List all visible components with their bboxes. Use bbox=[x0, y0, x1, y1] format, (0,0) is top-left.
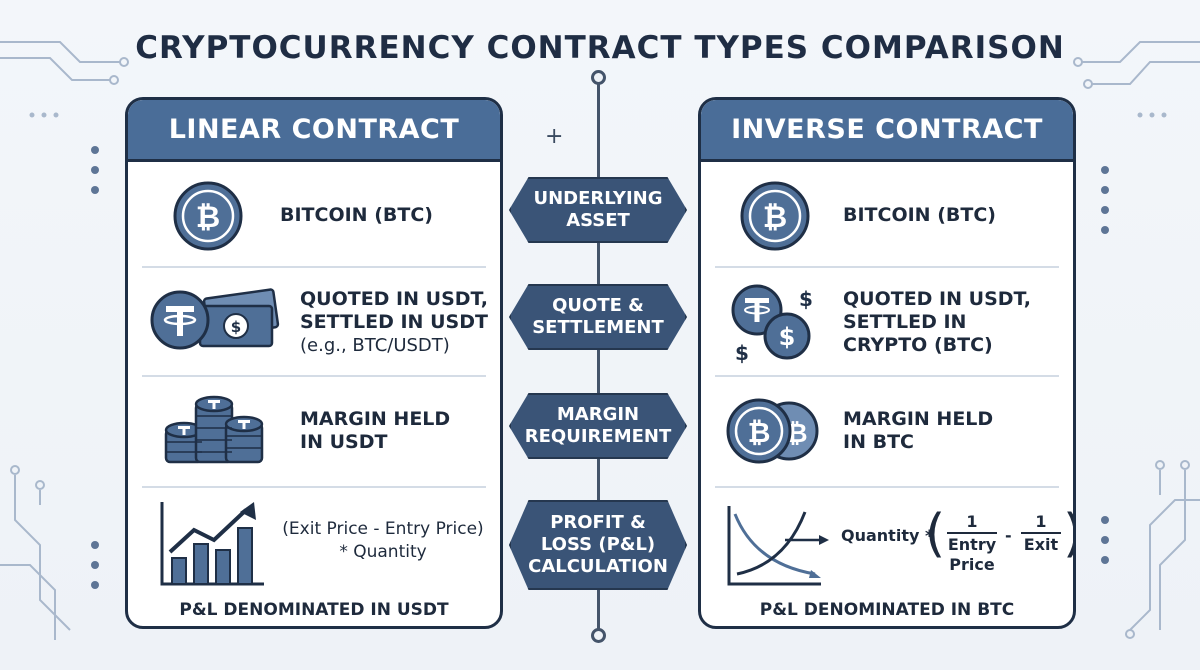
linear-pnl-formula-line2: * Quantity bbox=[339, 542, 427, 562]
linear-header: LINEAR CONTRACT bbox=[128, 100, 500, 162]
inverse-quote-line3: CRYPTO (BTC) bbox=[843, 334, 993, 356]
linear-margin-text: MARGIN HELD IN USDT bbox=[300, 408, 450, 454]
inverse-curve-chart-icon bbox=[727, 506, 829, 586]
spine-top-node bbox=[591, 70, 606, 85]
label-pnl-calculation: PROFIT & LOSS (P&L) CALCULATION bbox=[509, 500, 687, 590]
inverse-margin-text: MARGIN HELD IN BTC bbox=[843, 408, 993, 454]
label-quote-settlement: QUOTE & SETTLEMENT bbox=[509, 284, 687, 350]
svg-text:$: $ bbox=[779, 323, 796, 351]
inverse-quote-text: QUOTED IN USDT, SETTLED IN CRYPTO (BTC) bbox=[843, 288, 1031, 357]
row-divider bbox=[142, 375, 486, 377]
right-paren: ) bbox=[1063, 504, 1073, 564]
row-divider bbox=[715, 486, 1059, 488]
linear-quote-line1: QUOTED IN USDT, bbox=[300, 288, 488, 310]
row-divider bbox=[142, 266, 486, 268]
page-title: CRYPTOCURRENCY CONTRACT TYPES COMPARISON bbox=[135, 30, 1065, 66]
linear-quote-line2: SETTLED IN USDT bbox=[300, 311, 488, 333]
inverse-quote-line1: QUOTED IN USDT, bbox=[843, 288, 1031, 310]
rising-bar-chart-icon bbox=[160, 502, 264, 586]
dollar-banknotes-icon: $ bbox=[198, 288, 280, 348]
spine-bottom-node bbox=[591, 628, 606, 643]
inverse-pnl-quantity: Quantity * bbox=[841, 526, 934, 545]
svg-text:₿: ₿ bbox=[196, 200, 220, 235]
inverse-pnl-footer: P&L DENOMINATED IN BTC bbox=[759, 600, 1015, 620]
linear-contract-panel: LINEAR CONTRACT ₿ BITCOIN (BTC) $ QUOTED… bbox=[125, 97, 503, 629]
minus-sign: - bbox=[1005, 526, 1012, 545]
linear-pnl-footer: P&L DENOMINATED IN USDT bbox=[179, 600, 449, 620]
inverse-asset: BITCOIN (BTC) bbox=[843, 204, 996, 226]
label-margin-requirement: MARGIN REQUIREMENT bbox=[509, 393, 687, 459]
inverse-pnl-fraction-exit: 1 Exit bbox=[1021, 512, 1061, 554]
svg-text:₿: ₿ bbox=[786, 419, 807, 449]
fraction-exit-denominator: Exit bbox=[1023, 535, 1059, 554]
svg-text:$: $ bbox=[735, 341, 749, 365]
inverse-pnl-fraction-entry: 1 Entry Price bbox=[947, 512, 997, 574]
bitcoin-coin-icon: ₿ bbox=[173, 181, 243, 251]
linear-margin-line2: IN USDT bbox=[300, 431, 388, 453]
tether-coin-stack-icon bbox=[164, 395, 264, 464]
bitcoin-coin-icon: ₿ bbox=[740, 181, 810, 251]
tether-dollar-coins-icon: $ $ $ bbox=[731, 284, 813, 365]
row-divider bbox=[715, 375, 1059, 377]
linear-asset: BITCOIN (BTC) bbox=[280, 204, 433, 226]
inverse-margin-line1: MARGIN HELD bbox=[843, 408, 994, 430]
row-divider bbox=[715, 266, 1059, 268]
fraction-entry-denominator-line2: Price bbox=[949, 555, 995, 574]
linear-quote-text: QUOTED IN USDT, SETTLED IN USDT (e.g., B… bbox=[300, 288, 488, 357]
inverse-header: INVERSE CONTRACT bbox=[701, 100, 1073, 162]
inverse-contract-panel: INVERSE CONTRACT ₿ BITCOIN (BTC) $ $ $ Q… bbox=[698, 97, 1076, 629]
fraction-entry-numerator: 1 bbox=[947, 512, 997, 534]
linear-quote-example: (e.g., BTC/USDT) bbox=[300, 335, 450, 356]
linear-margin-line1: MARGIN HELD bbox=[300, 408, 451, 430]
svg-text:₿: ₿ bbox=[748, 416, 771, 449]
linear-pnl-formula: (Exit Price - Entry Price) * Quantity bbox=[270, 518, 496, 564]
inverse-quote-line2: SETTLED IN bbox=[843, 311, 967, 333]
fraction-entry-denominator-line1: Entry bbox=[947, 535, 997, 554]
svg-text:$: $ bbox=[231, 318, 241, 336]
center-spine bbox=[597, 78, 600, 640]
linear-pnl-formula-line1: (Exit Price - Entry Price) bbox=[282, 519, 484, 539]
bitcoin-coins-icon: ₿ ₿ bbox=[726, 398, 819, 464]
left-paren: ( bbox=[925, 504, 946, 564]
row-divider bbox=[142, 486, 486, 488]
tether-coin-icon bbox=[150, 290, 210, 350]
label-underlying-asset: UNDERLYING ASSET bbox=[509, 177, 687, 243]
tether-and-banknotes-icon: $ bbox=[150, 288, 280, 350]
plus-icon: + bbox=[545, 124, 564, 149]
svg-text:₿: ₿ bbox=[763, 200, 787, 235]
inverse-margin-line2: IN BTC bbox=[843, 431, 914, 453]
fraction-exit-numerator: 1 bbox=[1021, 512, 1061, 534]
svg-text:$: $ bbox=[799, 287, 813, 311]
